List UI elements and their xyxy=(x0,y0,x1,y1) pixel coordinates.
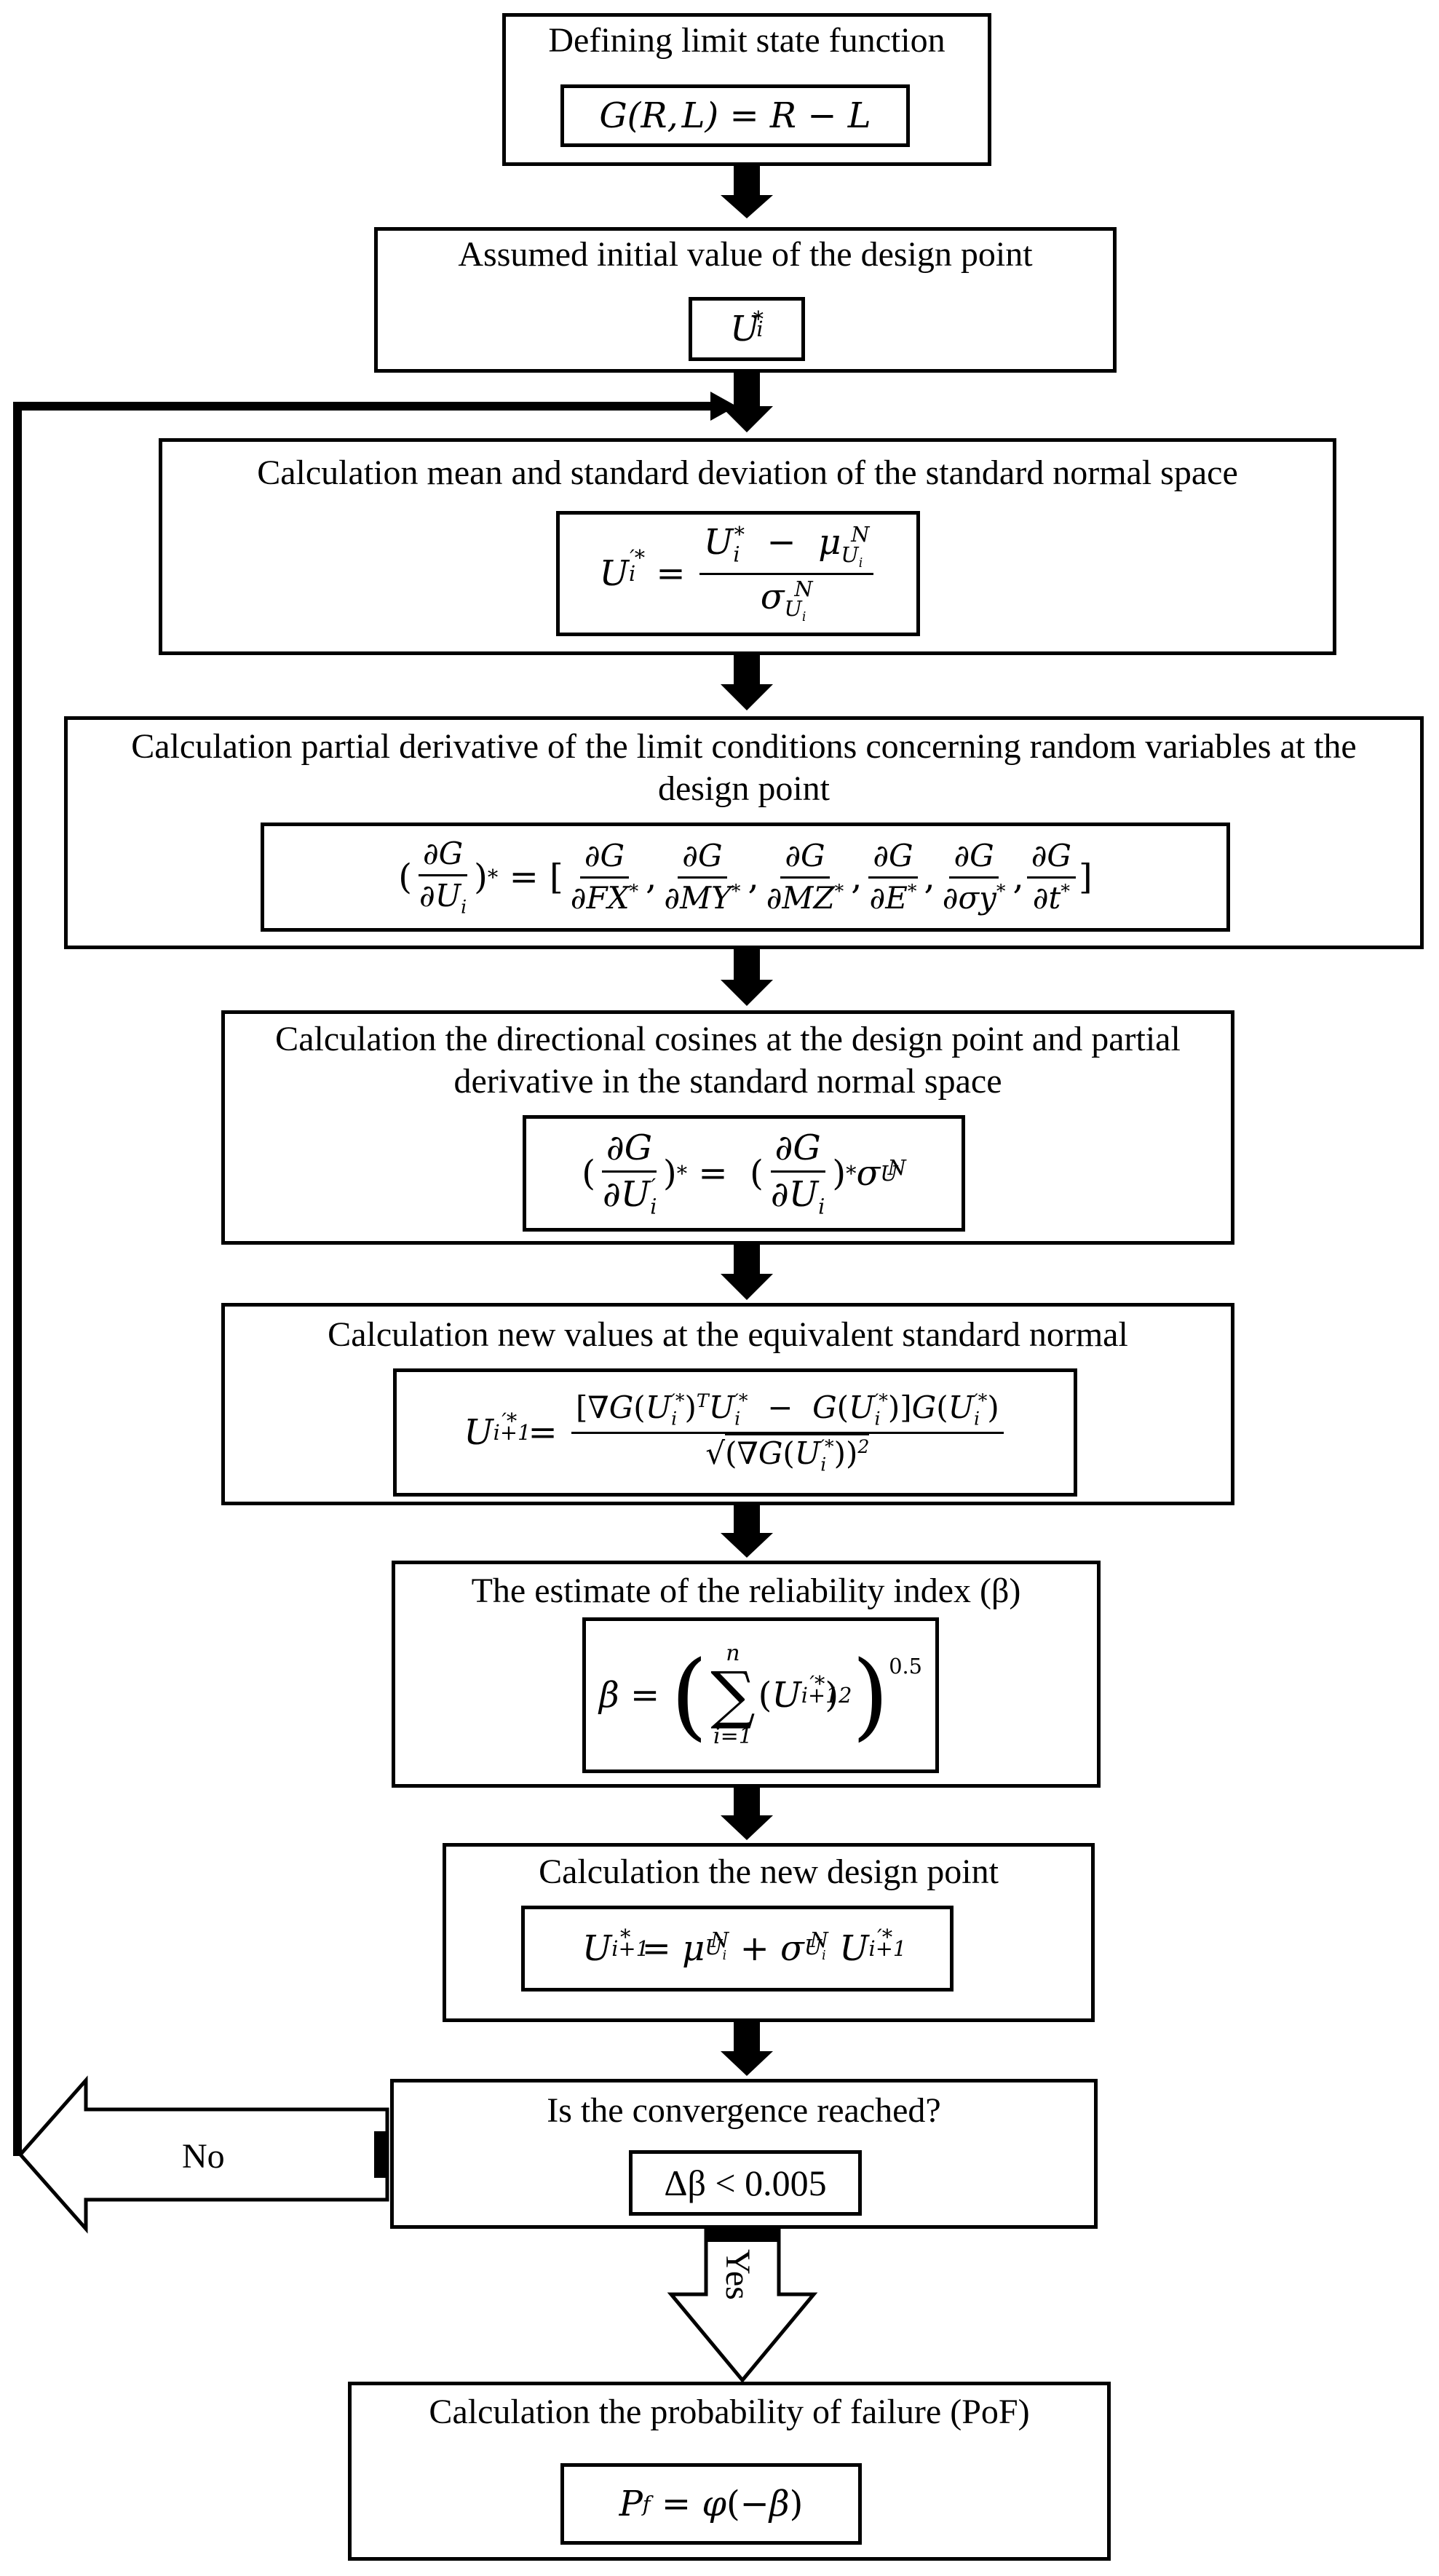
down-arrow xyxy=(721,166,773,218)
down-arrow xyxy=(721,1245,773,1300)
step-title: Assumed initial value of the design poin… xyxy=(458,235,1033,274)
step-title: Calculation mean and standard deviation … xyxy=(257,453,1238,492)
down-arrow xyxy=(721,2022,773,2076)
yes-branch-arrow xyxy=(667,2227,818,2383)
down-arrow xyxy=(721,1788,773,1840)
step-title: Calculation the directional cosines at t… xyxy=(275,1020,1181,1101)
step-title: The estimate of the reliability index (β… xyxy=(471,1572,1021,1610)
no-branch-arrow xyxy=(17,2075,389,2234)
no-label: No xyxy=(182,2137,225,2176)
step-title: Calculation new values at the equivalent… xyxy=(328,1315,1128,1354)
formula-partial-derivative: ( ∂G∂Ui )* = [ ∂G∂FX*, ∂G∂MY*, ∂G∂MZ*, ∂… xyxy=(261,823,1230,932)
step-title: Defining limit state function xyxy=(548,21,946,60)
step-title: Calculation the probability of failure (… xyxy=(429,2393,1030,2431)
step-probability-of-failure: Calculation the probability of failure (… xyxy=(348,2382,1111,2561)
feedback-loop-line xyxy=(13,392,737,2156)
step-title: Calculation the new design point xyxy=(539,1852,999,1891)
step-title: Is the convergence reached? xyxy=(547,2091,941,2130)
step-title: Calculation partial derivative of the li… xyxy=(131,727,1357,808)
down-arrow xyxy=(721,949,773,1006)
formula-convergence: Δβ < 0.005 xyxy=(629,2150,862,2216)
down-arrow xyxy=(721,373,773,432)
convergence-criterion: Δβ < 0.005 xyxy=(664,2163,827,2203)
formula-limit-state: G(R, L) = R − L xyxy=(560,84,910,147)
down-arrow xyxy=(721,655,773,710)
down-arrow xyxy=(721,1505,773,1558)
yes-label: Yes xyxy=(718,2249,757,2300)
